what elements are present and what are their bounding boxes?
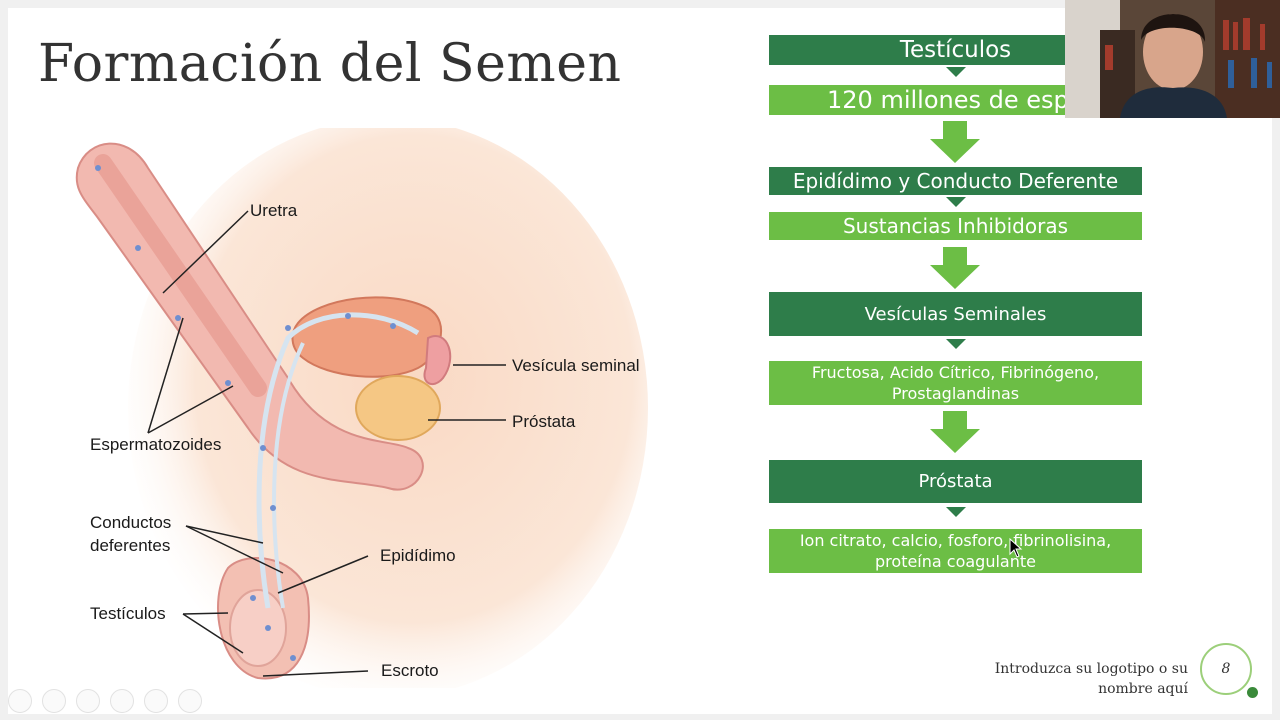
previous-slide-button[interactable] bbox=[8, 689, 32, 713]
slide-title: Formación del Semen bbox=[38, 34, 622, 94]
flow-detail-citrato: Ion citrato, calcio, fosforo, fibrinolis… bbox=[769, 529, 1142, 573]
label-conductos-deferentes-1: Conductos bbox=[90, 513, 172, 532]
mouse-cursor-icon bbox=[1009, 538, 1023, 558]
flow-step-epididimo: Epidídimo y Conducto Deferente bbox=[769, 167, 1142, 195]
flow-step-epididimo-label: Epidídimo y Conducto Deferente bbox=[792, 169, 1119, 193]
flow-step-vesiculas: Vesículas Seminales bbox=[769, 292, 1142, 336]
flow-step-prostata: Próstata bbox=[769, 460, 1142, 503]
flow-detail-fructosa: Fructosa, Acido Cítrico, Fibrinógeno, Pr… bbox=[769, 361, 1142, 405]
logo-placeholder: Introduzca su logotipo o su nombre aquí bbox=[968, 659, 1188, 699]
logo-placeholder-line1: Introduzca su logotipo o su bbox=[994, 661, 1188, 677]
pen-tool-button[interactable] bbox=[76, 689, 100, 713]
arrow-down-icon bbox=[930, 411, 980, 453]
label-conductos-deferentes-2: deferentes bbox=[90, 536, 171, 555]
flow-detail-sustancias: Sustancias Inhibidoras bbox=[769, 212, 1142, 240]
anatomy-illustration bbox=[75, 128, 648, 688]
arrow-down-icon bbox=[946, 339, 966, 349]
logo-placeholder-line2: nombre aquí bbox=[1098, 681, 1188, 697]
arrow-down-icon bbox=[946, 197, 966, 207]
next-slide-button[interactable] bbox=[42, 689, 66, 713]
more-options-button[interactable] bbox=[178, 689, 202, 713]
page-number: 8 bbox=[1200, 643, 1252, 695]
label-prostata: Próstata bbox=[512, 412, 576, 431]
flow-detail-citrato-line2: proteína coagulante bbox=[875, 552, 1036, 571]
anatomy-diagram: Uretra Espermatozoides Vesícula seminal … bbox=[58, 128, 698, 688]
zoom-button[interactable] bbox=[144, 689, 168, 713]
flow-detail-fructosa-line1: Fructosa, Acido Cítrico, Fibrinógeno, bbox=[811, 363, 1100, 382]
label-epididimo: Epidídimo bbox=[380, 546, 456, 565]
flow-detail-citrato-line1: Ion citrato, calcio, fosforo, fibrinolis… bbox=[799, 531, 1112, 550]
webcam-video bbox=[1065, 0, 1280, 118]
arrow-down-icon bbox=[930, 121, 980, 163]
arrow-down-icon bbox=[930, 247, 980, 289]
slides-grid-button[interactable] bbox=[110, 689, 134, 713]
label-escroto: Escroto bbox=[381, 661, 439, 680]
label-espermatozoides: Espermatozoides bbox=[90, 435, 222, 454]
arrow-down-icon bbox=[946, 507, 966, 517]
label-testiculos: Testículos bbox=[90, 604, 166, 623]
flow-detail-sustancias-label: Sustancias Inhibidoras bbox=[842, 214, 1069, 238]
page-dot-decoration bbox=[1247, 687, 1258, 698]
label-uretra: Uretra bbox=[250, 201, 298, 220]
flow-step-testiculos-label: Testículos bbox=[899, 37, 1012, 63]
slideshow-toolbar bbox=[8, 689, 202, 713]
flow-step-vesiculas-label: Vesículas Seminales bbox=[864, 303, 1047, 325]
label-vesicula-seminal: Vesícula seminal bbox=[512, 356, 640, 375]
flow-detail-millones-label: 120 millones de esp bbox=[827, 86, 1069, 114]
flow-detail-fructosa-line2: Prostaglandinas bbox=[891, 384, 1020, 403]
flow-step-prostata-label: Próstata bbox=[918, 471, 993, 492]
webcam-presenter-image bbox=[1065, 0, 1280, 118]
arrow-down-icon bbox=[946, 67, 966, 77]
